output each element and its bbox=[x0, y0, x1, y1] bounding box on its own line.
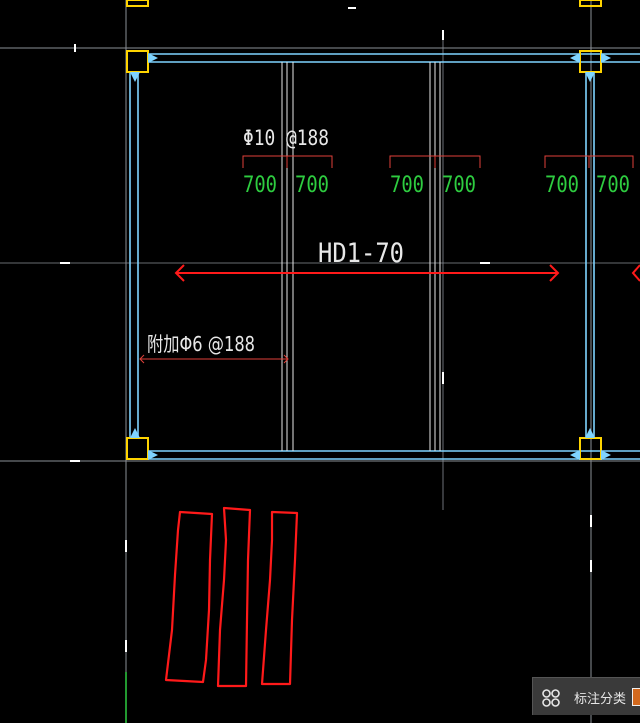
markup-shape-3 bbox=[260, 510, 299, 686]
additional-rebar-line bbox=[139, 354, 289, 364]
wall-outline bbox=[129, 53, 640, 460]
opening-label: HD1-70 bbox=[318, 238, 404, 269]
column-top-left bbox=[126, 50, 149, 73]
annotation-color-swatch[interactable] bbox=[632, 688, 640, 706]
spacing-values: 700 700 700 700 700 700 bbox=[243, 173, 630, 198]
spacing-value: 700 bbox=[390, 173, 424, 198]
annotation-category-panel[interactable]: 标注分类 bbox=[532, 677, 640, 715]
dimension-brackets bbox=[242, 155, 634, 168]
rebar-label: Φ10 @188 bbox=[243, 126, 329, 150]
wall-end-markers bbox=[130, 53, 611, 460]
markup-shapes bbox=[164, 506, 299, 688]
columns bbox=[126, 0, 602, 460]
column-top-right-edge bbox=[579, 0, 602, 7]
spacing-value: 700 bbox=[295, 173, 329, 198]
spacing-value: 700 bbox=[545, 173, 579, 198]
column-bottom-left bbox=[126, 437, 149, 460]
markup-shape-2 bbox=[216, 506, 252, 688]
opening-dimension-arrow bbox=[174, 264, 640, 282]
spacing-value: 700 bbox=[596, 173, 630, 198]
spacing-value: 700 bbox=[243, 173, 277, 198]
axis-tick-marks bbox=[60, 7, 592, 652]
column-top-left-edge bbox=[126, 0, 149, 7]
annotation-category-label[interactable]: 标注分类 bbox=[574, 692, 627, 707]
additional-rebar-label: 附加Φ6 @188 bbox=[147, 332, 255, 356]
interior-lines bbox=[281, 62, 441, 451]
markup-shape-1 bbox=[164, 510, 214, 684]
grid-four-circles-icon[interactable] bbox=[541, 688, 561, 708]
spacing-value: 700 bbox=[442, 173, 476, 198]
